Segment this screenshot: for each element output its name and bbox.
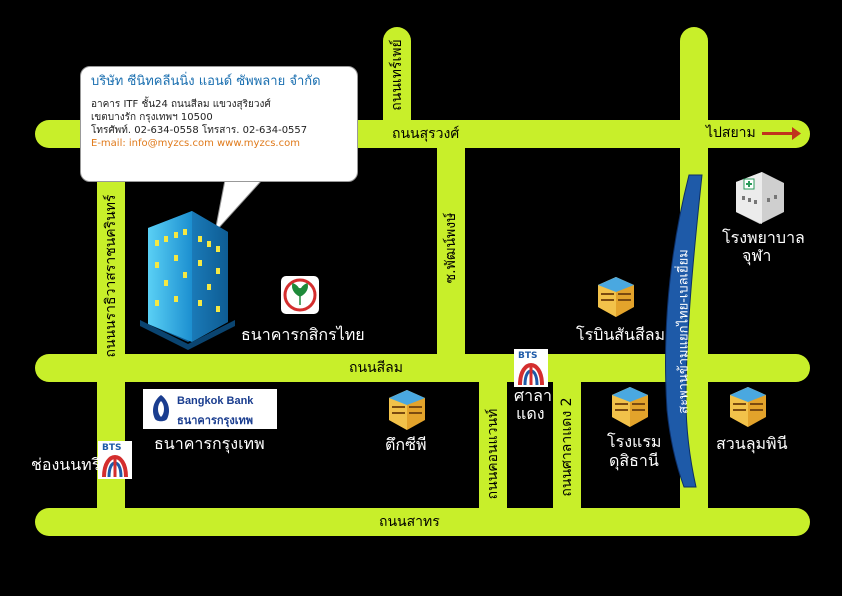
bbl-logo-th: ธนาคารกรุงเทพ <box>177 414 254 427</box>
label-dusit-2: ดุสิธานี <box>609 451 659 470</box>
robinson-building-icon <box>598 277 634 317</box>
label-road-soi-patpong: ซ.พัฒน์พงษ์ <box>443 212 459 284</box>
company-name: บริษัท ซีนิทคลีนนิ่ง แอนด์ ซัพพลาย จำกัด <box>91 74 321 89</box>
company-phone: โทรศัพท์. 02-634-0558 โทรสาร. 02-634-055… <box>91 125 308 136</box>
label-bts-saladaeng-2: แดง <box>516 404 545 423</box>
bts-saladaeng-icon <box>514 349 548 387</box>
bbl-lotus-icon <box>153 395 169 422</box>
bts-saladaeng-logo-text: BTS <box>518 351 538 361</box>
label-hospital-2: จุฬา <box>742 246 772 265</box>
label-hospital-1: โรงพยาบาล <box>722 228 805 247</box>
label-bts-chongnonsi: ช่องนนทรี <box>31 455 101 474</box>
company-info-box: บริษัท ซีนิทคลีนนิ่ง แอนด์ ซัพพลาย จำกัด… <box>80 66 358 182</box>
road-soi-patpong <box>437 120 465 382</box>
label-road-sathorn: ถนนสาทร <box>379 514 440 530</box>
road-silom <box>35 354 810 382</box>
roads <box>35 27 810 536</box>
label-road-mahesak: ถนนเทร์เพย์ <box>389 39 405 111</box>
label-cp-tower: ตึกซีพี <box>385 435 427 454</box>
cp-tower-building-icon <box>389 390 425 430</box>
road-saladaeng2 <box>553 354 581 536</box>
bbl-logo-en: Bangkok Bank <box>177 395 254 407</box>
bbl-logo: Bangkok Bank ธนาคารกรุงเทพ <box>143 389 277 429</box>
road-mahesak <box>383 27 411 148</box>
label-road-saladaeng2: ถนนศาลาแดง 2 <box>559 397 575 497</box>
itf-tower-icon <box>140 211 235 350</box>
company-address-1: อาคาร ITF ชั้น24 ถนนสีลม แขวงสุริยวงศ์ <box>91 99 271 110</box>
overpass-bridge <box>665 174 703 488</box>
label-to-siam: ไปสยาม <box>706 125 756 141</box>
arrow-to-siam-icon <box>762 127 801 140</box>
label-bbl: ธนาคารกรุงเทพ <box>154 434 265 453</box>
road-rama4 <box>680 27 708 536</box>
bts-chongnonsi-logo-text: BTS <box>102 443 122 453</box>
road-convent <box>479 354 507 536</box>
label-robinson: โรบินสันสีลม <box>576 325 666 344</box>
label-road-surawong: ถนนสุรวงศ์ <box>392 126 460 142</box>
lumpini-building-icon <box>730 387 766 427</box>
label-overpass: สะพานข้ามแยกไทย-เบลเยี่ยม <box>676 249 692 414</box>
label-dusit-1: โรงแรม <box>607 432 662 451</box>
label-road-silom: ถนนสีลม <box>349 360 403 376</box>
road-sathorn <box>35 508 810 536</box>
label-kbank: ธนาคารกสิกรไทย <box>241 325 365 344</box>
bubble-tail <box>214 179 264 234</box>
label-road-convent: ถนนคอนแวนท์ <box>485 408 501 500</box>
kbank-logo-icon <box>281 276 319 314</box>
label-lumpini: สวนลุมพินี <box>716 434 788 453</box>
road-narathiwat <box>97 120 125 536</box>
label-bts-saladaeng-1: ศาลา <box>514 386 552 405</box>
company-address-2: เขตบางรัก กรุงเทพฯ 10500 <box>91 112 213 123</box>
hospital-icon <box>736 172 784 224</box>
dusit-building-icon <box>612 387 648 427</box>
company-contact[interactable]: E-mail: info@myzcs.com www.myzcs.com <box>91 138 300 149</box>
bts-chongnonsi-icon <box>98 441 132 479</box>
label-road-narathiwat: ถนนนราธิวาสราชนครินทร์ <box>103 194 119 358</box>
